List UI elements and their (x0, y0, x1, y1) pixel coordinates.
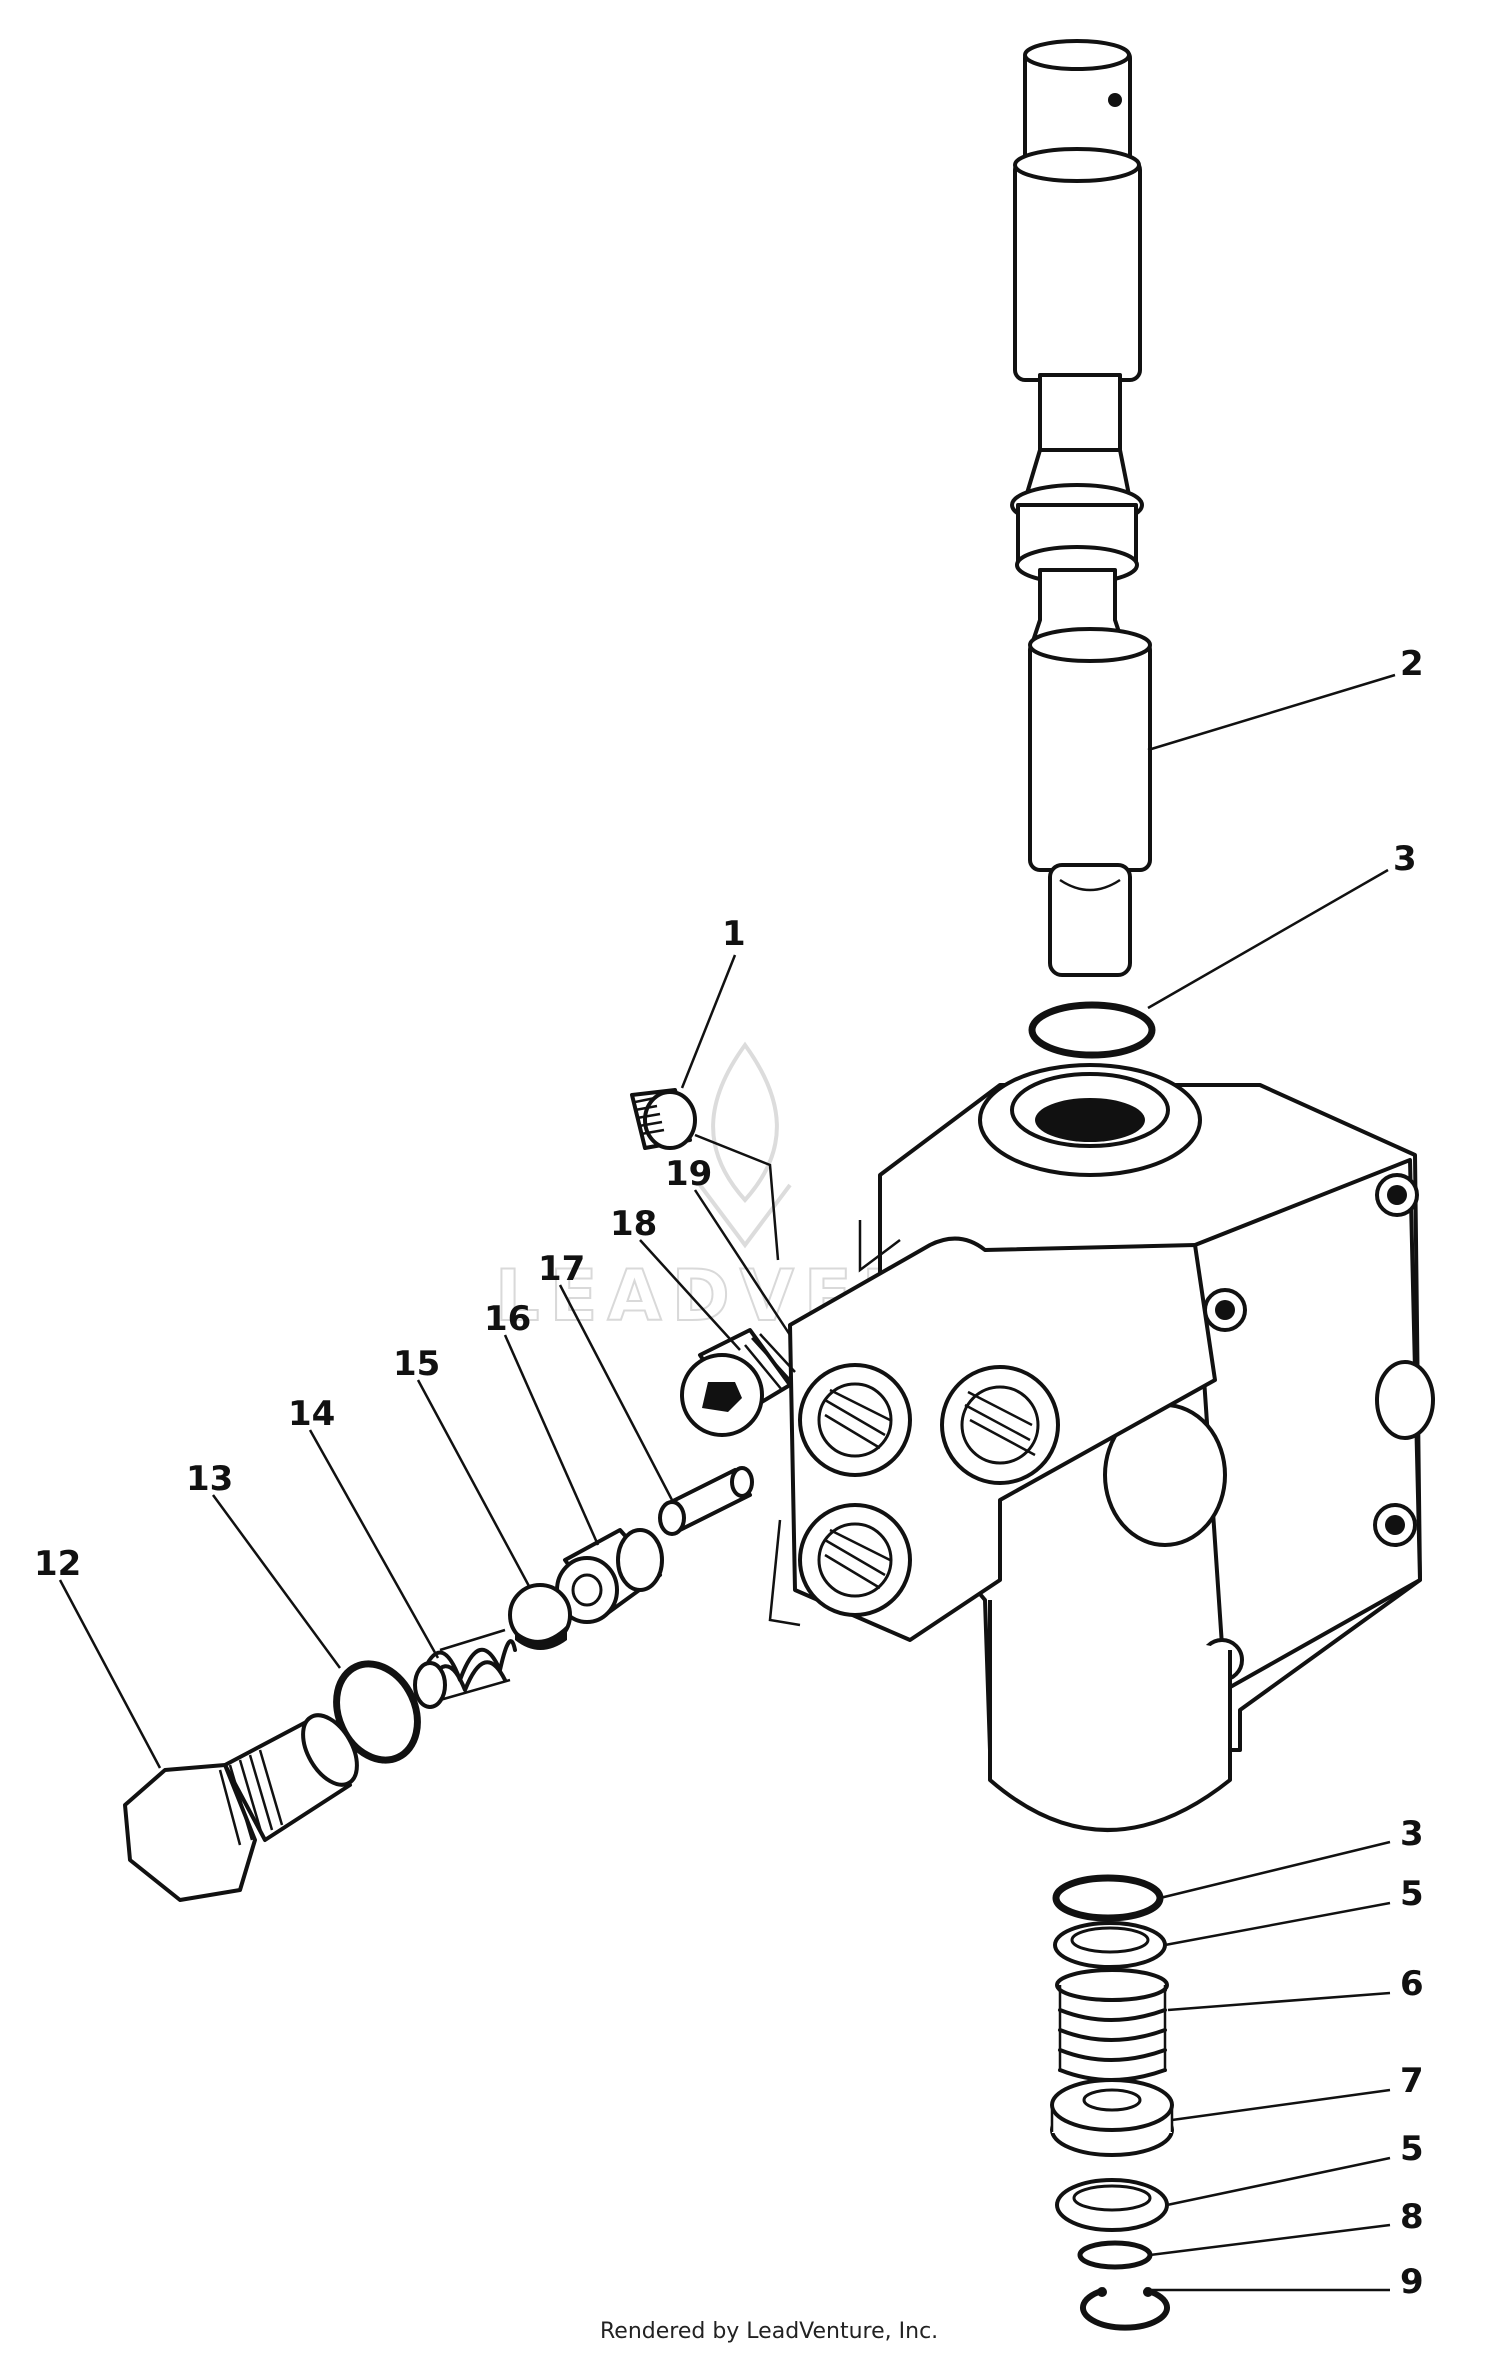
callout-7: 7 (1400, 2061, 1424, 2101)
callout-15: 15 (393, 1344, 440, 1384)
o-ring-bottom (1052, 1874, 1164, 1922)
callout-3-top: 3 (1393, 839, 1417, 879)
callout-14: 14 (288, 1394, 335, 1434)
plug-12 (123, 1713, 359, 1902)
set-screw-1 (630, 1088, 780, 1261)
pin-17 (658, 1466, 754, 1536)
valve-body (768, 1063, 1435, 1832)
spool-part (1010, 39, 1152, 977)
o-ring-top (1028, 1001, 1156, 1059)
seat-16 (555, 1528, 664, 1624)
callout-8: 8 (1400, 2197, 1424, 2237)
ball-15 (508, 1583, 572, 1650)
callout-9: 9 (1400, 2262, 1424, 2302)
callout-13: 13 (186, 1459, 233, 1499)
leader-lines (58, 673, 1396, 2292)
callout-3-bottom: 3 (1400, 1814, 1424, 1854)
callout-2: 2 (1400, 644, 1424, 684)
callout-labels: 2 3 1 19 18 17 16 15 14 13 12 3 5 6 7 5 … (34, 644, 1424, 2302)
credit-text: Rendered by LeadVenture, Inc. (600, 2319, 938, 2344)
spring-6 (1055, 1968, 1169, 2082)
washer-5-lower (1055, 2178, 1169, 2232)
retainer-7 (1050, 2078, 1174, 2157)
callout-12: 12 (34, 1544, 81, 1584)
callout-6: 6 (1400, 1964, 1424, 2004)
washer-5-upper (1053, 1921, 1167, 1969)
snap-ring-9 (1080, 2287, 1170, 2331)
callout-19: 19 (665, 1154, 712, 1194)
callout-5-lower: 5 (1400, 2129, 1424, 2169)
spring-14 (413, 1628, 517, 1709)
callout-5-upper: 5 (1400, 1874, 1424, 1914)
callout-18: 18 (610, 1204, 657, 1244)
callout-16: 16 (484, 1299, 531, 1339)
plug-18 (680, 1328, 796, 1437)
callout-17: 17 (538, 1249, 585, 1289)
callout-1: 1 (722, 914, 746, 954)
ring-8 (1077, 2240, 1153, 2270)
